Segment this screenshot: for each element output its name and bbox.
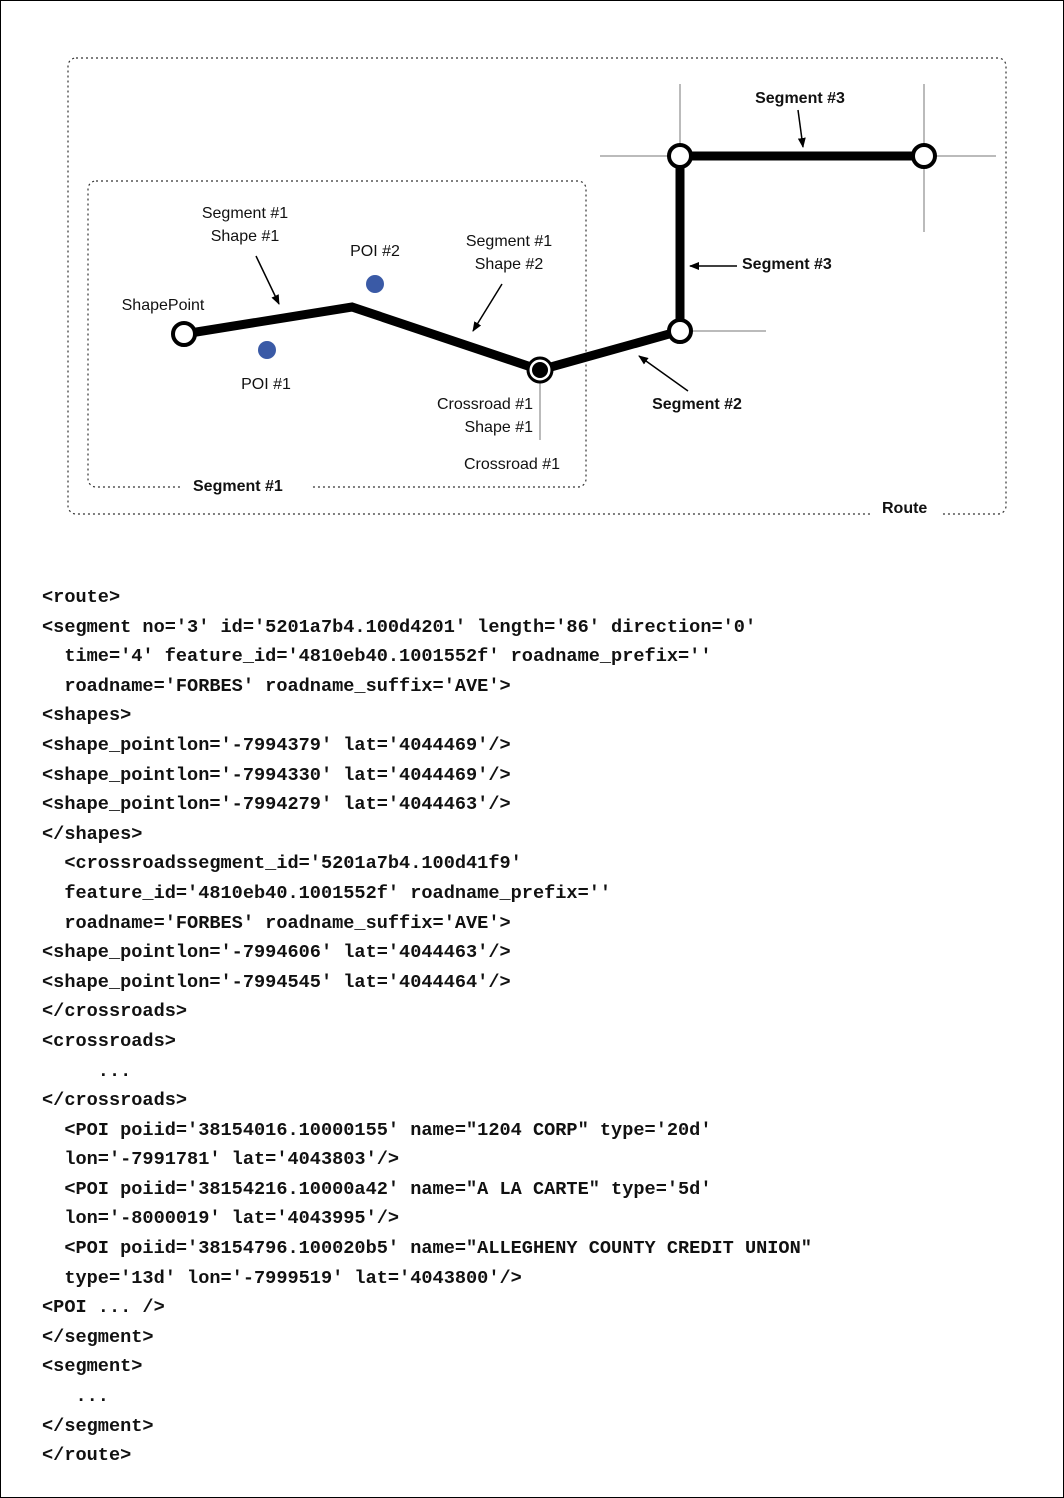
- route-box: [67, 57, 1007, 515]
- route-label: Route: [882, 500, 927, 517]
- segment1-box-label: Segment #1: [193, 478, 283, 495]
- code-line: <shapes>: [42, 705, 132, 727]
- annotation-arrows: [255, 109, 806, 392]
- seg1-shape2-label-line1: Segment #1: [466, 233, 552, 250]
- code-line: <route>: [42, 587, 121, 608]
- route-diagram: Route Segment #1 Segment #1 Shape #1 POI…: [67, 57, 1007, 520]
- seg1-shape1-label-line1: Segment #1: [202, 205, 288, 222]
- segment1-box: [87, 180, 587, 488]
- code-line: <POI poiid='38154796.100020b5' name="ALL…: [42, 1238, 812, 1260]
- shapepoint-label: ShapePoint: [122, 297, 205, 314]
- poi2-label: POI #2: [350, 243, 400, 260]
- seg1-shape1-label-line2: Shape #1: [211, 228, 280, 245]
- segment2-label: Segment #2: [652, 396, 742, 413]
- code-line: </segment>: [42, 1326, 154, 1348]
- seg1-shape2-label-line2: Shape #2: [475, 256, 544, 273]
- segment3-side-label: Segment #3: [742, 256, 832, 273]
- segment3-corner-node: [667, 143, 693, 169]
- code-line: </segment>: [42, 1415, 154, 1437]
- code-line: lon='-7991781' lat='4043803'/>: [42, 1149, 400, 1171]
- code-line: <POI ... />: [42, 1297, 165, 1319]
- code-line: roadname='FORBES' roadname_suffix='AVE'>: [42, 912, 511, 934]
- code-line: <shape_pointlon='-7994279' lat='4044463'…: [42, 794, 511, 816]
- crossroad1-shape1-label-line1: Crossroad #1: [437, 396, 533, 413]
- crossroad1-shape1-label-line2: Shape #1: [464, 419, 533, 436]
- code-line: roadname='FORBES' roadname_suffix='AVE'>: [42, 675, 511, 697]
- shapepoint-node: [171, 321, 197, 347]
- xml-code-block: <route> <segment no='3' id='5201a7b4.100d…: [42, 583, 812, 1471]
- crossroad1-label: Crossroad #1: [464, 456, 560, 473]
- code-line: <segment no='3' id='5201a7b4.100d4201' l…: [42, 616, 757, 638]
- code-line: <shape_pointlon='-7994606' lat='4044463'…: [42, 942, 511, 964]
- code-line: lon='-8000019' lat='4043995'/>: [42, 1208, 400, 1230]
- code-line: type='13d' lon='-7999519' lat='4043800'/…: [42, 1267, 522, 1289]
- segment1-box-label-bg: [182, 474, 312, 498]
- poi2-dot: [366, 275, 384, 293]
- code-line: <shape_pointlon='-7994379' lat='4044469'…: [42, 734, 511, 756]
- segment3-end-node: [911, 143, 937, 169]
- route-line: [183, 151, 924, 375]
- code-line: ...: [42, 1060, 132, 1082]
- code-line: <segment>: [42, 1356, 143, 1378]
- poi1-label: POI #1: [241, 376, 291, 393]
- code-line: <POI poiid='38154216.10000a42' name="A L…: [42, 1178, 712, 1200]
- route-label-bg: [870, 496, 942, 520]
- code-line: <crossroads>: [42, 1030, 176, 1052]
- poi1-dot: [258, 341, 276, 359]
- code-line: </crossroads>: [42, 1090, 188, 1112]
- code-line: </route>: [42, 1445, 132, 1467]
- code-line: ...: [42, 1386, 109, 1408]
- segment3-top-label: Segment #3: [755, 90, 845, 107]
- code-line: <shape_pointlon='-7994545' lat='4044464'…: [42, 971, 511, 993]
- code-line: <crossroadssegment_id='5201a7b4.100d41f9…: [42, 853, 522, 875]
- code-line: <shape_pointlon='-7994330' lat='4044469'…: [42, 764, 511, 786]
- crossroad-node-core: [532, 362, 548, 378]
- code-line: feature_id='4810eb40.1001552f' roadname_…: [42, 882, 612, 904]
- segment2-end-node: [667, 318, 693, 344]
- code-line: </shapes>: [42, 823, 143, 845]
- code-line: time='4' feature_id='4810eb40.1001552f' …: [42, 646, 712, 668]
- code-line: <POI poiid='38154016.10000155' name="120…: [42, 1119, 712, 1141]
- code-line: </crossroads>: [42, 1001, 188, 1023]
